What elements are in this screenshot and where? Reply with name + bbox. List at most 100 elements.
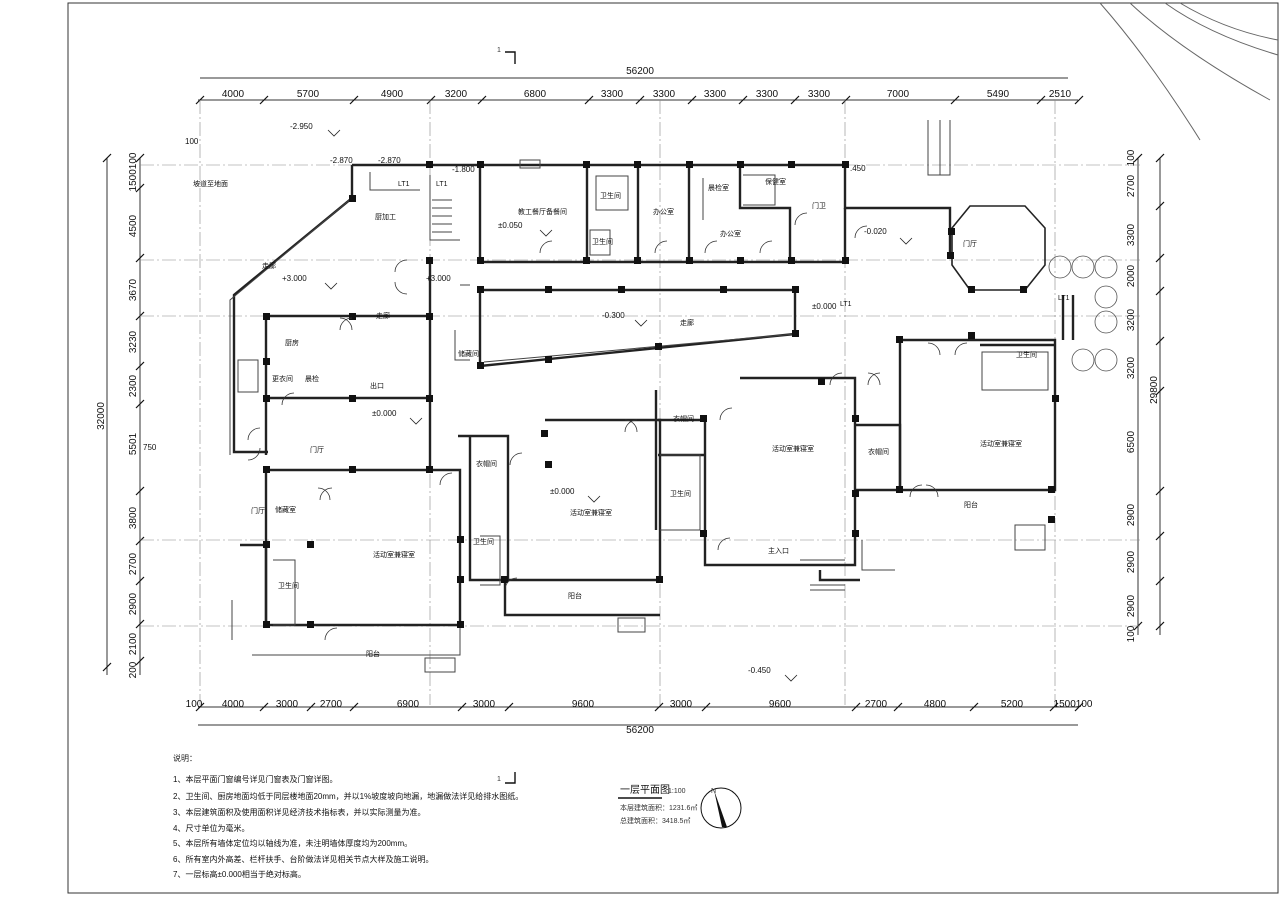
top-overall-dim: 56200 xyxy=(626,66,654,77)
level-mark: 100 xyxy=(185,137,199,146)
dimension-lines xyxy=(106,77,1161,726)
room-label: 教工餐厅备餐间 xyxy=(518,207,567,216)
left-dim: 2300 xyxy=(128,374,139,397)
level-mark: -2.950 xyxy=(290,122,313,131)
note-item: 6、所有室内外高差、栏杆扶手、台阶做法详见相关节点大样及施工说明。 xyxy=(173,854,433,864)
bottom-dim: 6900 xyxy=(397,699,420,710)
room-label: 卫生间 xyxy=(600,191,621,200)
top-dim: 3300 xyxy=(756,89,779,100)
room-label: 走廊 xyxy=(262,261,276,270)
north-arrow-icon xyxy=(700,787,742,829)
right-dim: 3300 xyxy=(1126,223,1137,246)
bottom-dim: 3000 xyxy=(670,699,693,710)
section-mark-bottom: 1 xyxy=(497,776,501,783)
right-dim: 3200 xyxy=(1126,356,1137,379)
section-mark-top: 1 xyxy=(497,47,501,54)
bottom-dim: 3000 xyxy=(276,699,299,710)
dimension-ticks xyxy=(102,95,1165,712)
room-label: 卫生间 xyxy=(278,581,299,590)
area-line: 本层建筑面积：1231.6㎡ xyxy=(620,803,697,812)
room-label: 储藏室 xyxy=(275,505,296,514)
level-mark: ±0.050 xyxy=(498,221,523,230)
level-mark: -0.300 xyxy=(602,311,625,320)
right-dim: 2700 xyxy=(1126,174,1137,197)
note-item: 3、本层建筑面积及使用面积详见经济技术指标表，并以实际测量为准。 xyxy=(173,807,425,817)
level-mark: -0.450 xyxy=(748,666,771,675)
top-dim: 4900 xyxy=(381,89,404,100)
room-label: 活动室兼寝室 xyxy=(980,439,1022,448)
room-label: 晨检 xyxy=(305,374,319,383)
top-dim: 4000 xyxy=(222,89,245,100)
lt-mark: LT1 xyxy=(436,181,448,188)
room-label: 卫生间 xyxy=(1016,350,1037,359)
bottom-dim: 5200 xyxy=(1001,699,1024,710)
room-label: 主入口 xyxy=(768,546,789,555)
room-label: 门厅 xyxy=(310,445,324,454)
walls xyxy=(232,163,1075,627)
bottom-dim: 2700 xyxy=(865,699,888,710)
level-mark: ±0.000 xyxy=(550,487,575,496)
bottom-dim: 9600 xyxy=(572,699,595,710)
level-triangles xyxy=(324,129,913,682)
bottom-dim: 2700 xyxy=(320,699,343,710)
room-label: 走廊 xyxy=(680,318,694,327)
level-marks: -2.950 -2.870 -2.870 -1.800 ±0.050 +3.00… xyxy=(143,122,887,675)
note-item: 1、本层平面门窗编号详见门窗表及门窗详图。 xyxy=(173,774,337,784)
right-dim: 100 xyxy=(1126,149,1137,166)
room-label: 办公室 xyxy=(653,207,674,216)
level-mark: -2.870 xyxy=(378,156,401,165)
room-label: 活动室兼寝室 xyxy=(570,508,612,517)
sheet-border xyxy=(67,2,1279,894)
top-dim: 5700 xyxy=(297,89,320,100)
area-line: 总建筑面积：3418.5㎡ xyxy=(620,816,690,825)
top-dim: 3300 xyxy=(808,89,831,100)
room-label: 储藏间 xyxy=(458,349,479,358)
room-label: 衣帽间 xyxy=(476,459,497,468)
top-dim: 6800 xyxy=(524,89,547,100)
right-overall-dim: 29800 xyxy=(1149,376,1160,404)
section-markers xyxy=(505,51,516,784)
room-label: 衣帽间 xyxy=(673,414,694,423)
room-label: 晨检室 xyxy=(708,183,729,192)
top-dim: 3300 xyxy=(653,89,676,100)
tree-symbols xyxy=(1048,255,1118,372)
room-label: 活动室兼寝室 xyxy=(373,550,415,559)
left-dim: 2100 xyxy=(128,632,139,655)
right-dim: 2900 xyxy=(1126,503,1137,526)
room-label: 衣帽间 xyxy=(868,447,889,456)
level-mark: -2.870 xyxy=(330,156,353,165)
room-label: 厨房 xyxy=(285,338,299,347)
left-dim: 2700 xyxy=(128,552,139,575)
note-item: 7、一层标高±0.000相当于绝对标高。 xyxy=(173,869,306,879)
right-dim: 2900 xyxy=(1126,594,1137,617)
right-dim: 6500 xyxy=(1126,430,1137,453)
top-dim: 3300 xyxy=(601,89,624,100)
left-dim: 3800 xyxy=(128,506,139,529)
room-labels: 坡道至地面 厨加工 教工餐厅备餐间 办公室 卫生间 办公室 晨检室 保健室 门卫… xyxy=(193,177,1037,658)
bottom-dim: 4000 xyxy=(222,699,245,710)
right-dim: 3200 xyxy=(1126,308,1137,331)
bottom-overall-dim: 56200 xyxy=(626,725,654,736)
level-mark: ±0.000 xyxy=(372,409,397,418)
note-item: 5、本层所有墙体定位均以轴线为准，未注明墙体厚度均为200mm。 xyxy=(173,838,412,848)
level-mark: +3.000 xyxy=(426,274,451,283)
room-label: 卫生间 xyxy=(670,489,691,498)
left-overall-dim: 32000 xyxy=(96,402,107,430)
top-dim: 7000 xyxy=(887,89,910,100)
left-dim: 2900 xyxy=(128,592,139,615)
door-swings xyxy=(247,212,968,641)
left-dim: 1500100 xyxy=(128,152,139,191)
top-dim: 3200 xyxy=(445,89,468,100)
room-label: 保健室 xyxy=(765,177,786,186)
room-label: 出口 xyxy=(370,381,384,390)
room-label: 走廊 xyxy=(376,311,390,320)
room-label: 阳台 xyxy=(568,591,582,600)
level-mark: -1.800 xyxy=(452,165,475,174)
bottom-dim: 1500100 xyxy=(1054,699,1093,710)
octagon-room xyxy=(951,205,1046,291)
thin-lines xyxy=(229,120,1049,673)
lt-mark: LT1 xyxy=(398,181,410,188)
bottom-dims: 100 4000 3000 2700 6900 3000 9600 3000 9… xyxy=(186,699,1093,710)
elevator-marks: LT1 LT1 LT1 LT1 xyxy=(398,181,1070,308)
